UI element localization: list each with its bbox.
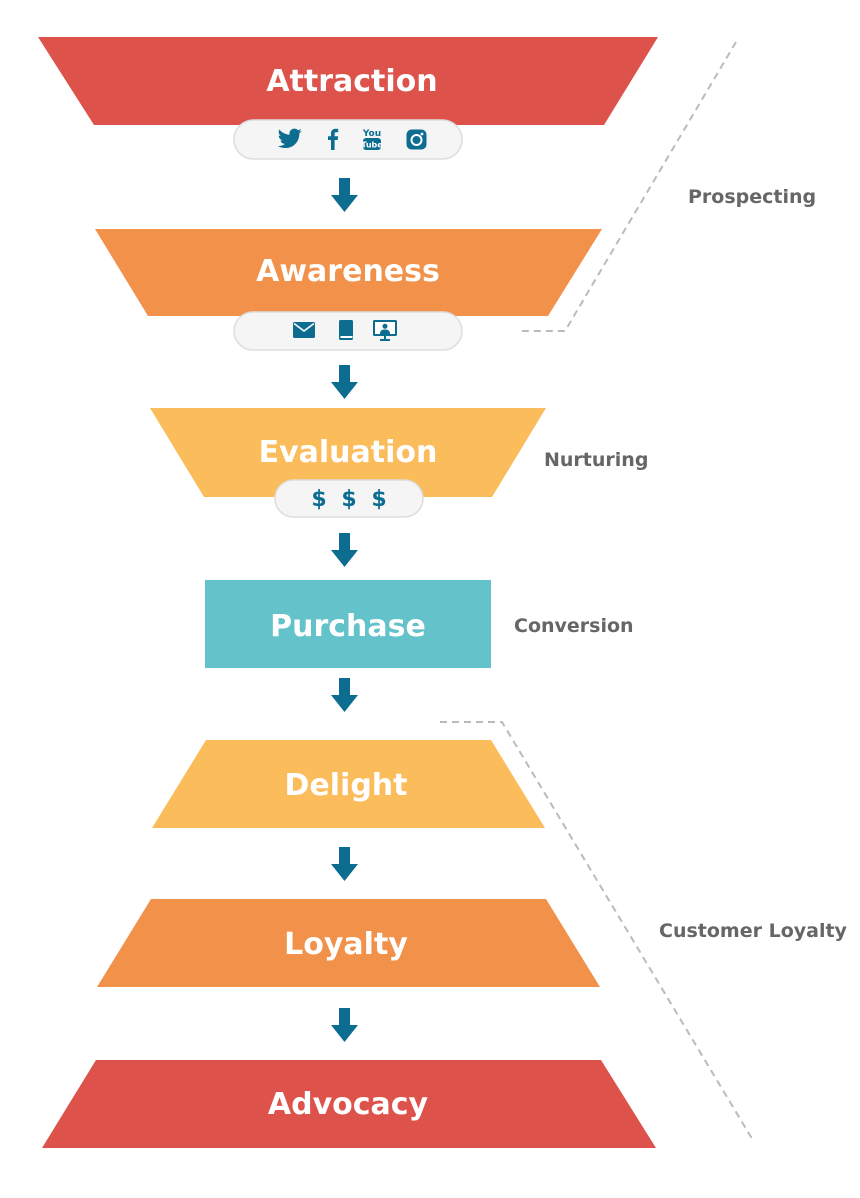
down-arrow-icon xyxy=(331,365,358,399)
awareness-shape xyxy=(95,229,602,316)
dollar-icon: $ xyxy=(311,487,326,512)
down-arrow-icon xyxy=(331,533,358,567)
attraction-shape xyxy=(38,37,658,125)
evaluation-shape xyxy=(150,408,546,497)
mail-icon xyxy=(293,322,315,338)
awareness-icon-pill xyxy=(233,311,463,351)
svg-text:Tube: Tube xyxy=(361,141,383,150)
purchase-title: Purchase xyxy=(270,609,426,644)
delight-title: Delight xyxy=(285,768,408,803)
webinar-icon xyxy=(373,320,397,341)
customer-loyalty-label: Customer Loyalty xyxy=(659,920,847,942)
svg-text:You: You xyxy=(362,129,381,139)
loyalty-title: Loyalty xyxy=(284,927,408,962)
evaluation-title: Evaluation xyxy=(259,435,438,470)
delight-shape xyxy=(152,740,545,828)
instagram-icon xyxy=(406,129,427,150)
down-arrow-icon xyxy=(331,1008,358,1042)
down-arrow-icon xyxy=(331,178,358,212)
dollar-icon: $ xyxy=(371,487,386,512)
facebook-icon xyxy=(328,128,339,150)
down-arrow-icon xyxy=(331,847,358,881)
nurturing-label: Nurturing xyxy=(544,449,649,471)
down-arrow-icon xyxy=(331,678,358,712)
loyalty-shape xyxy=(97,899,600,987)
customer-loyalty-bracket xyxy=(440,721,755,1143)
conversion-label: Conversion xyxy=(514,615,634,637)
attraction-title: Attraction xyxy=(266,64,437,99)
evaluation-icon-pill: $ $ $ xyxy=(274,479,424,518)
youtube-icon: You Tube xyxy=(361,129,383,150)
prospecting-bracket xyxy=(520,41,737,332)
awareness-title: Awareness xyxy=(256,254,440,289)
twitter-icon xyxy=(277,128,302,149)
prospecting-label: Prospecting xyxy=(688,186,817,208)
advocacy-shape xyxy=(42,1060,656,1148)
dollar-icon: $ xyxy=(341,487,356,512)
purchase-shape xyxy=(205,580,491,668)
attraction-icon-pill: You Tube xyxy=(233,119,463,160)
book-icon xyxy=(339,320,353,340)
advocacy-title: Advocacy xyxy=(268,1087,429,1122)
